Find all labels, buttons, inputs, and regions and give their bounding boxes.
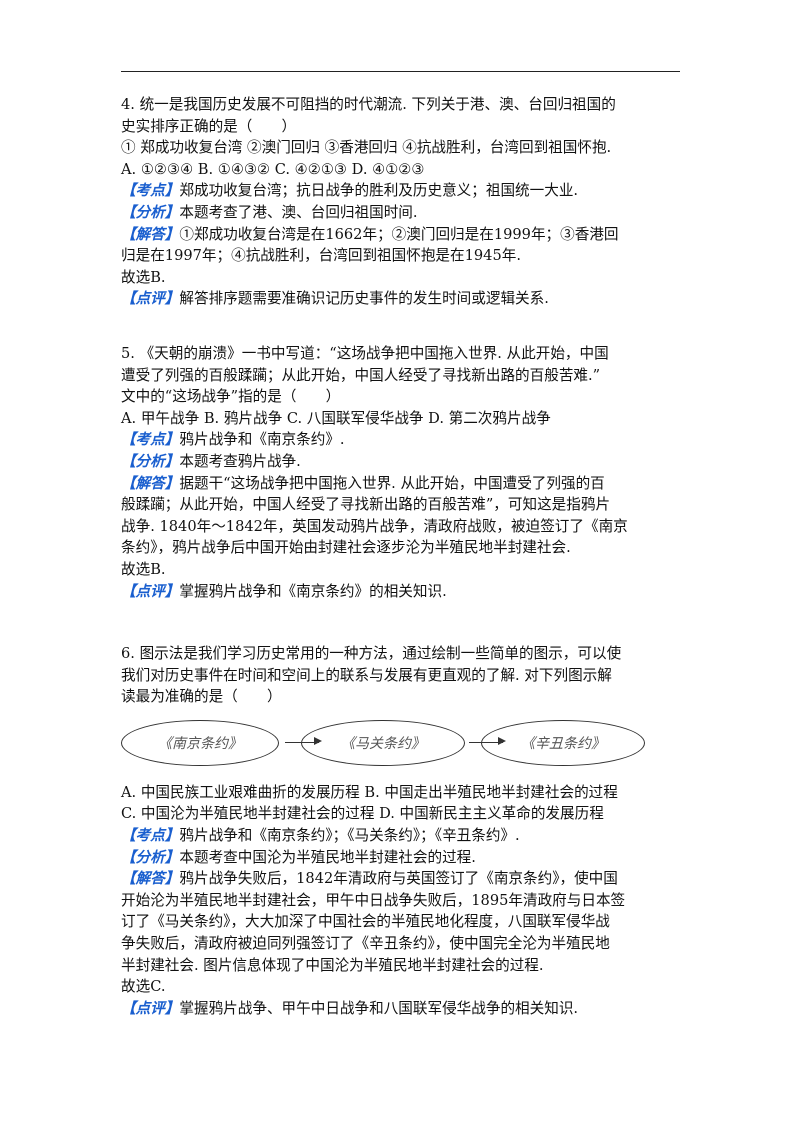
dianping-tag: 【点评】 [121,290,180,308]
q6-jieda-line-2: 开始沦为半殖民地半封建社会，甲午中日战争失败后，1895年清政府与日本签 [121,891,626,909]
q5-dianping: 【点评】掌握鸦片战争和《南京条约》的相关知识. [121,582,447,600]
header-rule [121,71,680,72]
q5-stem-line-3: 文中的“这场战争”指的是（ ） [121,388,341,406]
q6-jieda-line-3: 订了《马关条约》，大大加深了中国社会的半殖民地化程度，八国联军侵华战 [121,913,610,931]
q5-kaodian: 【考点】鸦片战争和《南京条约》. [121,431,345,449]
q5-fenxi: 【分析】本题考查鸦片战争. [121,452,301,470]
dianping-tag: 【点评】 [121,582,180,600]
q6-stem-line-3: 读最为准确的是（ ） [121,688,282,706]
q6-options-line-2: C. 中国沦为半殖民地半封建社会的过程 D. 中国新民主主义革命的发展历程 [121,805,604,823]
treaty-oval-xinchou: 《辛丑条约》 [481,719,645,766]
kaodian-tag: 【考点】 [121,182,180,200]
dianping-tag: 【点评】 [121,999,180,1017]
q5-stem-line-1: 5. 《天朝的崩溃》一书中写道：“这场战争把中国拖入世界. 从此开始，中国 [121,345,609,362]
q6-stem-line-2: 我们对历史事件在时间和空间上的联系与发展有更直观的了解. 对下列图示解 [121,666,612,684]
question-4: 4. 统一是我国历史发展不可阻挡的时代潮流. 下列关于港、澳、台回归祖国的 史实… [121,94,691,310]
q4-items: ① 郑成功收复台湾 ②澳门回归 ③香港回归 ④抗战胜利，台湾回到祖国怀抱. [121,139,612,157]
q6-jieda: 【解答】鸦片战争失败后，1842年清政府与英国签订了《南京条约》，使中国 [121,870,618,888]
kaodian-tag: 【考点】 [121,826,180,844]
q6-fenxi: 【分析】本题考查中国沦为半殖民地半封建社会的过程. [121,848,476,866]
q5-jieda-line-3: 战争. 1840年～1842年，英国发动鸦片战争，清政府战败，被迫签订了《南京 [121,517,628,535]
q5-stem-line-2: 遭受了列强的百般蹂躏；从此开始，中国人经受了寻找新出路的百般苦难.” [121,366,601,384]
jieda-tag: 【解答】 [121,870,180,888]
q4-dianping: 【点评】解答排序题需要准确识记历史事件的发生时间或逻辑关系. [121,290,549,308]
jieda-tag: 【解答】 [121,474,180,492]
q6-jieda-line-5: 半封建社会. 图片信息体现了中国沦为半殖民地半封建社会的过程. [121,956,544,974]
fenxi-tag: 【分析】 [121,848,180,866]
q6-kaodian: 【考点】鸦片战争和《南京条约》；《马关条约》；《辛丑条约》. [121,826,520,844]
q5-options: A. 甲午战争 B. 鸦片战争 C. 八国联军侵华战争 D. 第二次鸦片战争 [121,409,551,427]
q4-stem-line-2: 史实排序正确的是（ ） [121,117,297,135]
q6-answer: 故选C. [121,978,166,996]
q5-answer: 故选B. [121,560,166,578]
q6-jieda-line-4: 争失败后，清政府被迫同列强签订了《辛丑条约》，使中国完全沦为半殖民地 [121,934,610,952]
q4-fenxi: 【分析】本题考查了港、澳、台回归祖国时间. [121,203,418,221]
q4-stem-line-1: 4. 统一是我国历史发展不可阻挡的时代潮流. 下列关于港、澳、台回归祖国的 [121,96,616,113]
q6-options-line-1: A. 中国民族工业艰难曲折的发展历程 B. 中国走出半殖民地半封建社会的过程 [121,783,618,801]
q5-jieda-line-2: 般蹂躏；从此开始，中国人经受了寻找新出路的百般苦难”，可知这是指鸦片 [121,496,611,514]
q4-options: A. ①②③④ B. ①④③② C. ④②①③ D. ④①②③ [121,160,425,178]
fenxi-tag: 【分析】 [121,452,180,470]
q4-jieda-line-2: 归是在1997年；④抗战胜利，台湾回到祖国怀抱是在1945年. [121,247,521,265]
q6-stem-line-1: 6. 图示法是我们学习历史常用的一种方法，通过绘制一些简单的图示，可以使 [121,645,622,662]
treaty-oval-nanjing: 《南京条约》 [121,719,279,766]
q4-jieda: 【解答】①郑成功收复台湾是在1662年；②澳门回归是在1999年；③香港回 [121,225,619,243]
question-5: 5. 《天朝的崩溃》一书中写道：“这场战争把中国拖入世界. 从此开始，中国 遭受… [121,343,691,602]
fenxi-tag: 【分析】 [121,203,180,221]
question-6: 6. 图示法是我们学习历史常用的一种方法，通过绘制一些简单的图示，可以使 我们对… [121,643,691,1019]
q4-answer: 故选B. [121,268,166,286]
kaodian-tag: 【考点】 [121,431,180,449]
q4-kaodian: 【考点】郑成功收复台湾；抗日战争的胜利及历史意义；祖国统一大业. [121,182,579,200]
q5-jieda: 【解答】据题干“这场战争把中国拖入世界. 从此开始，中国遭受了列强的百 [121,474,605,492]
treaty-oval-maguan: 《马关条约》 [301,719,465,766]
treaty-flow-diagram: 《南京条约》 《马关条约》 《辛丑条约》 [121,712,681,778]
q5-jieda-line-4: 条约》，鸦片战争后中国开始由封建社会逐步沦为半殖民地半封建社会. [121,539,571,557]
jieda-tag: 【解答】 [121,225,180,243]
q6-dianping: 【点评】掌握鸦片战争、甲午中日战争和八国联军侵华战争的相关知识. [121,999,579,1017]
